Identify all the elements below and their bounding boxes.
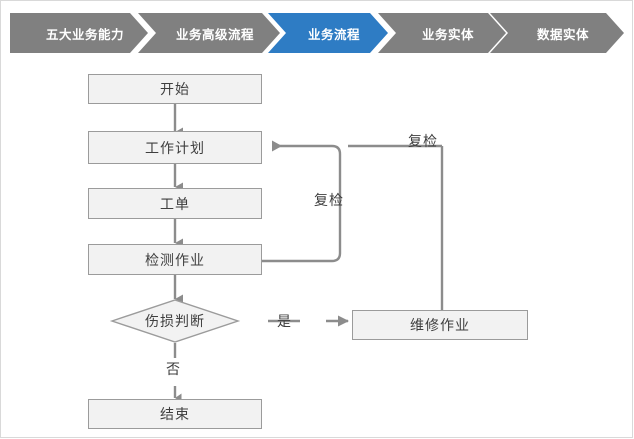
edge-label-recheck-inner: 复检 bbox=[314, 192, 344, 208]
breadcrumb-step-4[interactable]: 业务实体 bbox=[378, 13, 506, 53]
breadcrumb-step-2[interactable]: 业务高级流程 bbox=[138, 13, 280, 53]
node-end-label: 结束 bbox=[160, 406, 190, 422]
business-process-flowchart: 开始 工作计划 工单 检测作业 伤损判断 维修作业 结束 复检 复检 是 否 bbox=[0, 56, 634, 439]
node-decision-label: 伤损判断 bbox=[145, 313, 205, 329]
node-inspect-label: 检测作业 bbox=[145, 251, 205, 268]
node-decision[interactable]: 伤损判断 bbox=[112, 300, 238, 342]
flowchart-connectors bbox=[109, 104, 444, 403]
edge-label-recheck-outer: 复检 bbox=[408, 133, 438, 149]
node-end[interactable]: 结束 bbox=[88, 399, 262, 429]
node-start-label: 开始 bbox=[160, 81, 190, 97]
node-workorder[interactable]: 工单 bbox=[88, 188, 262, 219]
node-start[interactable]: 开始 bbox=[88, 74, 262, 104]
edge-label-no: 否 bbox=[166, 361, 181, 377]
breadcrumb-step-4-label: 业务实体 bbox=[421, 27, 474, 42]
edge-label-yes: 是 bbox=[277, 313, 292, 329]
node-workorder-label: 工单 bbox=[160, 195, 190, 212]
edge-inspect-recheck-to-workplan bbox=[262, 140, 342, 263]
breadcrumb-step-3-label: 业务流程 bbox=[307, 27, 360, 42]
breadcrumb-step-1-label: 五大业务能力 bbox=[45, 27, 124, 42]
decision-diamond-shape bbox=[109, 299, 241, 343]
breadcrumb-step-2-label: 业务高级流程 bbox=[175, 27, 254, 42]
node-repair-label: 维修作业 bbox=[410, 317, 470, 333]
node-inspect[interactable]: 检测作业 bbox=[88, 244, 262, 275]
breadcrumb: 五大业务能力 业务高级流程 业务流程 业务实体 数据实体 bbox=[0, 13, 634, 53]
breadcrumb-step-3[interactable]: 业务流程 bbox=[268, 13, 388, 53]
breadcrumb-step-5[interactable]: 数据实体 bbox=[490, 13, 624, 53]
node-repair[interactable]: 维修作业 bbox=[352, 310, 528, 340]
node-workplan[interactable]: 工作计划 bbox=[88, 131, 262, 164]
breadcrumb-step-1[interactable]: 五大业务能力 bbox=[10, 13, 148, 53]
breadcrumb-step-5-label: 数据实体 bbox=[536, 27, 589, 42]
node-workplan-label: 工作计划 bbox=[145, 139, 205, 156]
